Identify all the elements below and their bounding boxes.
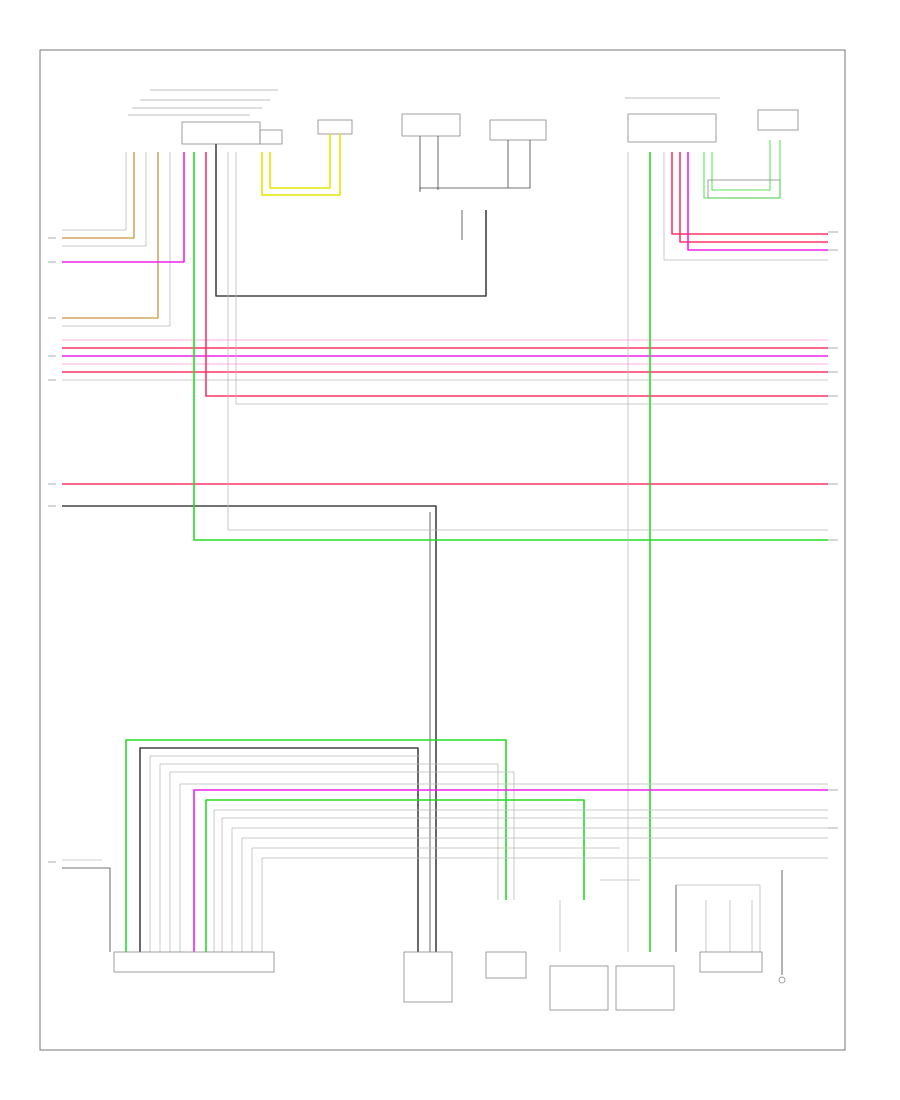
wire-black-6 — [419, 140, 531, 192]
left-terminals — [48, 237, 56, 863]
wire-tan-2 — [62, 152, 159, 319]
top-right-components — [625, 97, 799, 199]
wire-magenta-b1 — [193, 789, 828, 952]
top-mid-c-box — [489, 119, 547, 141]
wire-yellow-2 — [269, 134, 331, 189]
wire-gray-b14 — [676, 884, 761, 952]
top-mid-a-box — [317, 119, 353, 135]
wire-gray-b1 — [149, 755, 420, 952]
wire-magenta-1 — [62, 152, 185, 263]
wire-black-long — [62, 505, 437, 952]
bottom-components — [113, 951, 786, 1011]
wire-green-r-sub — [703, 140, 781, 199]
top-left-small-box — [259, 129, 283, 145]
wire-green-1 — [193, 152, 828, 541]
wire-gray-b8 — [241, 837, 828, 952]
diagram-frame — [39, 49, 846, 1051]
bottom-mod-c-box — [549, 965, 609, 1011]
wire-green-r-sub2 — [711, 140, 771, 191]
wire-green-b1 — [125, 739, 507, 952]
top-right-sub-box — [707, 179, 781, 199]
bottom-jb-box — [113, 951, 275, 973]
wire-pink-r2 — [679, 152, 828, 243]
wire-gray-b10 — [261, 857, 828, 952]
wire-gray-5 — [235, 152, 828, 405]
wire-green-b2 — [205, 799, 585, 952]
wire-gray-b2 — [159, 763, 499, 952]
wire-gray-6 — [227, 152, 828, 531]
wire-pink-r1 — [671, 152, 828, 235]
top-right-a-box — [627, 113, 717, 143]
wire-gray-b9 — [251, 847, 620, 952]
wire-gray-1 — [62, 152, 127, 231]
bottom-mod-e-box — [699, 951, 763, 973]
wire-gray-2 — [62, 152, 147, 247]
wire-black-1 — [215, 144, 487, 297]
wire-gray-b7 — [231, 827, 828, 952]
top-right-b-box — [757, 109, 799, 131]
wire-gray-b6 — [221, 817, 828, 952]
bottom-mod-a-box — [403, 951, 453, 1003]
top-mid-components — [317, 113, 547, 141]
wire-pink-3 — [205, 152, 828, 397]
wire-gray-3 — [62, 152, 171, 327]
wire-gray-b3 — [169, 771, 515, 952]
wire-gray-r1 — [663, 152, 828, 261]
wire-tan-1 — [62, 152, 135, 239]
right-terminals — [828, 231, 838, 829]
wire-black-b2 — [62, 867, 111, 952]
top-left-inner-box — [181, 121, 261, 145]
top-left-connector — [128, 89, 283, 145]
bottom-mod-f-symbol — [778, 976, 786, 984]
wire-magenta-r1 — [687, 152, 828, 251]
wire-black-b1 — [139, 747, 419, 952]
wire-gray-b4 — [179, 783, 828, 952]
top-mid-b-box — [401, 113, 461, 137]
wire-gray-b5 — [213, 809, 828, 952]
bottom-mod-d-box — [615, 965, 675, 1011]
bottom-mod-b-box — [485, 951, 527, 979]
wire-yellow-1 — [261, 134, 341, 196]
